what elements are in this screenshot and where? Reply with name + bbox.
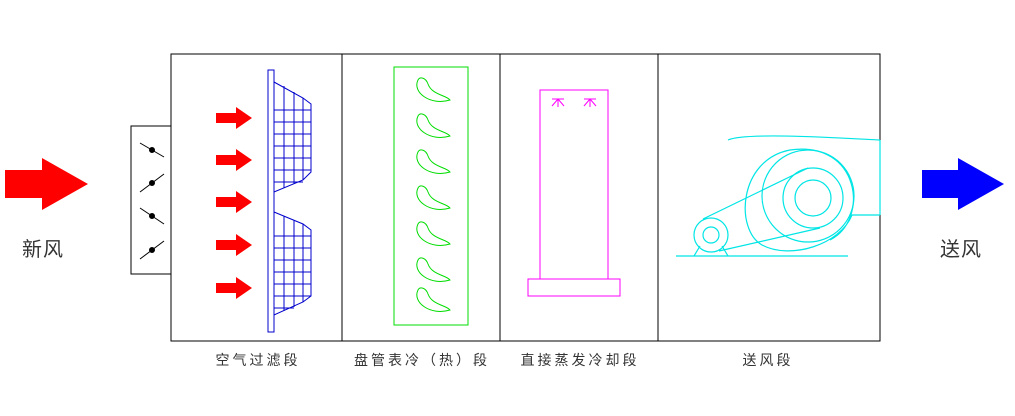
fan-section (676, 135, 881, 257)
drive-belt-top (702, 167, 809, 220)
fan-outer-wheel (761, 149, 855, 243)
unit-housing (170, 53, 881, 342)
motor-pulley (693, 217, 729, 253)
coil-section (393, 66, 469, 326)
fan-volute (727, 135, 881, 252)
section-label-filter: 空气过滤段 (215, 353, 301, 369)
outlet-arrow (922, 158, 1004, 210)
spray-nozzles (551, 98, 597, 107)
inlet-arrow (5, 158, 88, 210)
fan-wheel (782, 167, 844, 229)
section-label-fan: 送风段 (742, 353, 794, 369)
coil-fins (416, 77, 451, 312)
inlet-label: 新风 (22, 237, 64, 261)
evaporative-section (527, 89, 621, 297)
motor-base-right (721, 245, 729, 257)
damper-box (130, 125, 172, 275)
motor-base-left (693, 245, 701, 257)
section-label-evaporative: 直接蒸发冷却段 (520, 353, 640, 369)
filter-section (216, 69, 312, 333)
bag-filter (267, 69, 312, 333)
outlet-label: 送风 (940, 237, 982, 261)
motor-shaft (702, 226, 720, 244)
fan-hub (794, 179, 832, 217)
section-label-coil: 盘管表冷（热）段 (354, 353, 490, 369)
drive-belt-bottom (718, 227, 821, 252)
air-flow-arrows (216, 107, 252, 299)
